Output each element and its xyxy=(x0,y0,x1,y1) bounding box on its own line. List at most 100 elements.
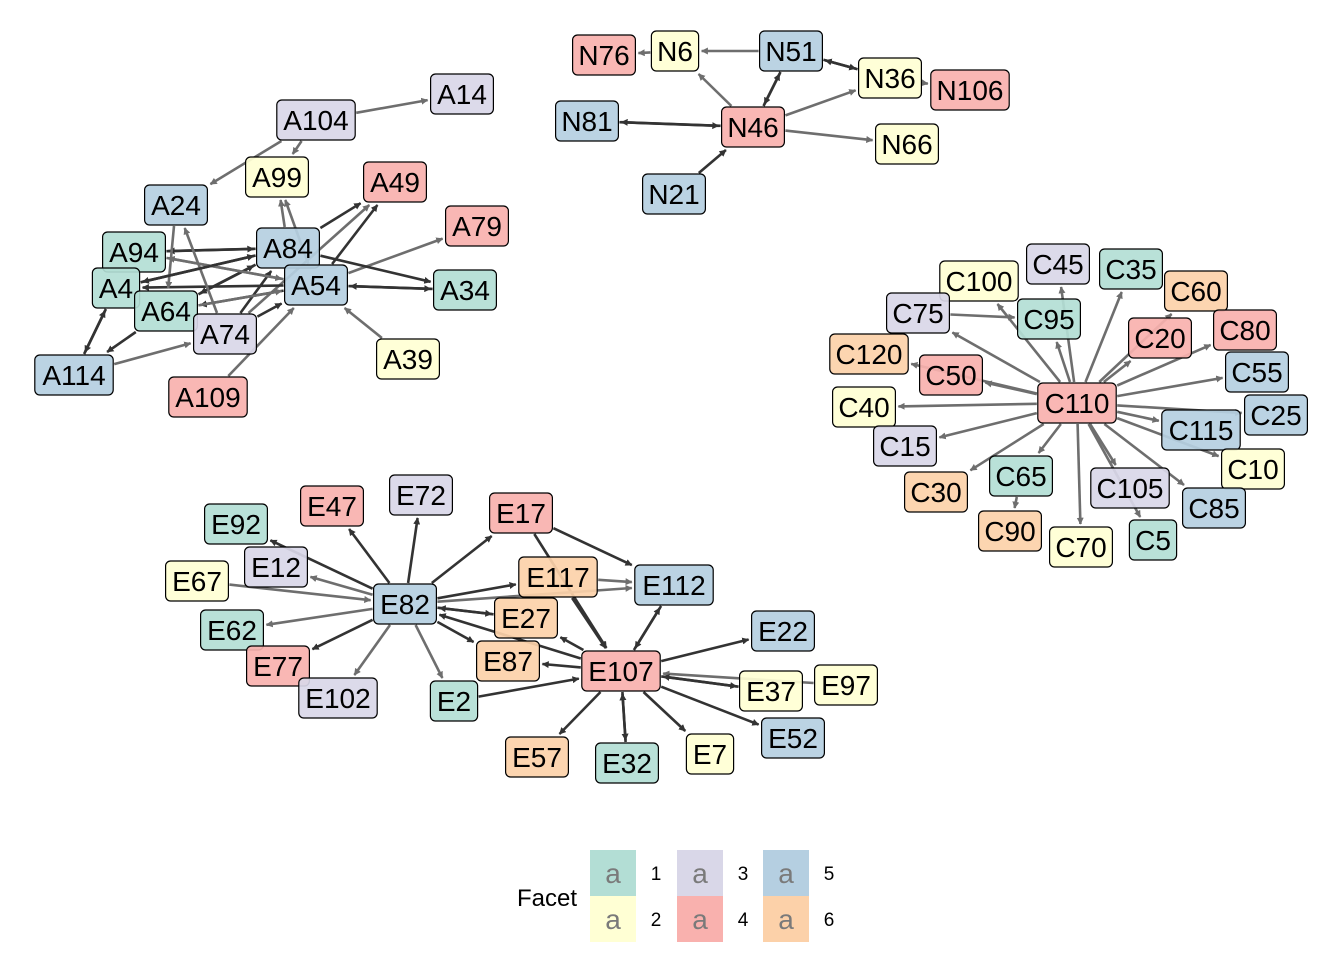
node-label: E62 xyxy=(207,615,257,646)
node-label: A49 xyxy=(370,167,420,198)
edge-a84-to-a34 xyxy=(320,254,432,284)
node-e47: E47 xyxy=(300,485,365,527)
node-label: N6 xyxy=(657,36,693,67)
node-label: C10 xyxy=(1227,454,1278,485)
node-c100: C100 xyxy=(939,260,1019,302)
node-box xyxy=(857,57,922,99)
edge-e32-to-e107 xyxy=(619,693,627,743)
edge-e82-to-e117 xyxy=(437,582,517,600)
edge-a104-to-a99 xyxy=(291,140,303,155)
node-a109: A109 xyxy=(168,376,248,418)
node-label: E107 xyxy=(588,656,653,687)
edge-e82-to-e2 xyxy=(414,624,444,679)
edge-e82-to-e102 xyxy=(353,624,392,676)
node-label: A74 xyxy=(200,319,250,350)
node-label: A39 xyxy=(383,344,433,375)
edge-e112-to-e107 xyxy=(634,605,663,649)
node-c30: C30 xyxy=(903,471,968,513)
edge-e17-to-e112 xyxy=(552,527,633,567)
edge-e107-to-e57 xyxy=(558,691,602,735)
node-n36: N36 xyxy=(857,57,922,99)
legend-glyph: a xyxy=(692,904,708,935)
node-label: E77 xyxy=(253,651,303,682)
node-c10: C10 xyxy=(1220,448,1285,490)
node-a54: A54 xyxy=(284,264,349,306)
edge-a94-to-a54 xyxy=(166,256,283,282)
node-box xyxy=(1212,309,1277,351)
edge-e117-to-e107 xyxy=(571,597,607,649)
node-label: C85 xyxy=(1188,493,1239,524)
edge-e27-to-e82 xyxy=(438,605,494,616)
edge-e82-to-e17 xyxy=(430,534,493,585)
node-label: E7 xyxy=(693,739,727,770)
node-n6: N6 xyxy=(650,30,700,72)
node-c55: C55 xyxy=(1224,351,1289,393)
legend-label: 3 xyxy=(738,864,749,885)
edge-a64-to-a84 xyxy=(197,264,255,296)
node-box xyxy=(738,670,803,712)
node-a4: A4 xyxy=(91,267,141,309)
edge-c110-to-c95 xyxy=(1055,341,1072,383)
edge-n36-to-n106 xyxy=(921,79,929,87)
node-label: C120 xyxy=(836,339,903,370)
node-label: E32 xyxy=(602,748,652,779)
edge-c110-to-c85 xyxy=(1103,422,1185,487)
legend-swatch xyxy=(590,896,636,942)
node-box xyxy=(298,677,378,719)
node-a14: A14 xyxy=(430,73,495,115)
node-label: N81 xyxy=(561,106,612,137)
node-c105: C105 xyxy=(1090,467,1170,509)
edge-n46-to-n66 xyxy=(785,129,874,143)
edge-c110-to-c35 xyxy=(1084,291,1123,383)
edge-c110-to-c50 xyxy=(984,380,1038,396)
node-box xyxy=(1098,248,1163,290)
node-label: C65 xyxy=(995,461,1046,492)
node-e17: E17 xyxy=(489,492,554,534)
node-label: E17 xyxy=(496,498,546,529)
node-a64: A64 xyxy=(134,290,199,332)
node-box xyxy=(1243,394,1308,436)
node-box xyxy=(885,292,950,334)
node-box xyxy=(433,269,498,311)
edge-c110-to-c70 xyxy=(1076,423,1084,525)
node-label: E22 xyxy=(758,616,808,647)
node-c60: C60 xyxy=(1163,270,1228,312)
node-label: C90 xyxy=(984,516,1035,547)
edge-c110-to-c55 xyxy=(1116,375,1224,398)
node-box xyxy=(246,645,311,687)
node-box xyxy=(874,123,939,165)
node-e87: E87 xyxy=(476,640,541,682)
node-box xyxy=(1128,519,1178,561)
node-label: A104 xyxy=(283,105,348,136)
node-box xyxy=(930,69,1010,111)
node-label: E27 xyxy=(501,603,551,634)
node-e57: E57 xyxy=(505,736,570,778)
node-label: A64 xyxy=(141,296,191,327)
node-e97: E97 xyxy=(813,664,878,706)
node-box xyxy=(988,455,1053,497)
legend-label: 6 xyxy=(824,910,835,931)
node-label: E102 xyxy=(305,683,370,714)
node-label: N21 xyxy=(648,179,699,210)
edge-e107-to-e22 xyxy=(660,637,750,663)
edge-a84-to-a99 xyxy=(278,199,286,228)
legend-swatch xyxy=(677,850,723,896)
node-box xyxy=(363,161,428,203)
node-box xyxy=(168,376,248,418)
node-box xyxy=(430,73,495,115)
node-box xyxy=(918,354,983,396)
node-n51: N51 xyxy=(758,30,823,72)
legend-label: 2 xyxy=(651,910,662,931)
edge-e82-to-e77 xyxy=(311,618,374,651)
node-box xyxy=(300,485,365,527)
node-e77: E77 xyxy=(246,645,311,687)
legend-swatch xyxy=(677,896,723,942)
node-box xyxy=(376,338,441,380)
node-c75: C75 xyxy=(885,292,950,334)
node-c70: C70 xyxy=(1048,526,1113,568)
node-box xyxy=(650,30,700,72)
node-box xyxy=(91,267,141,309)
edge-n51-to-n36 xyxy=(823,58,857,71)
